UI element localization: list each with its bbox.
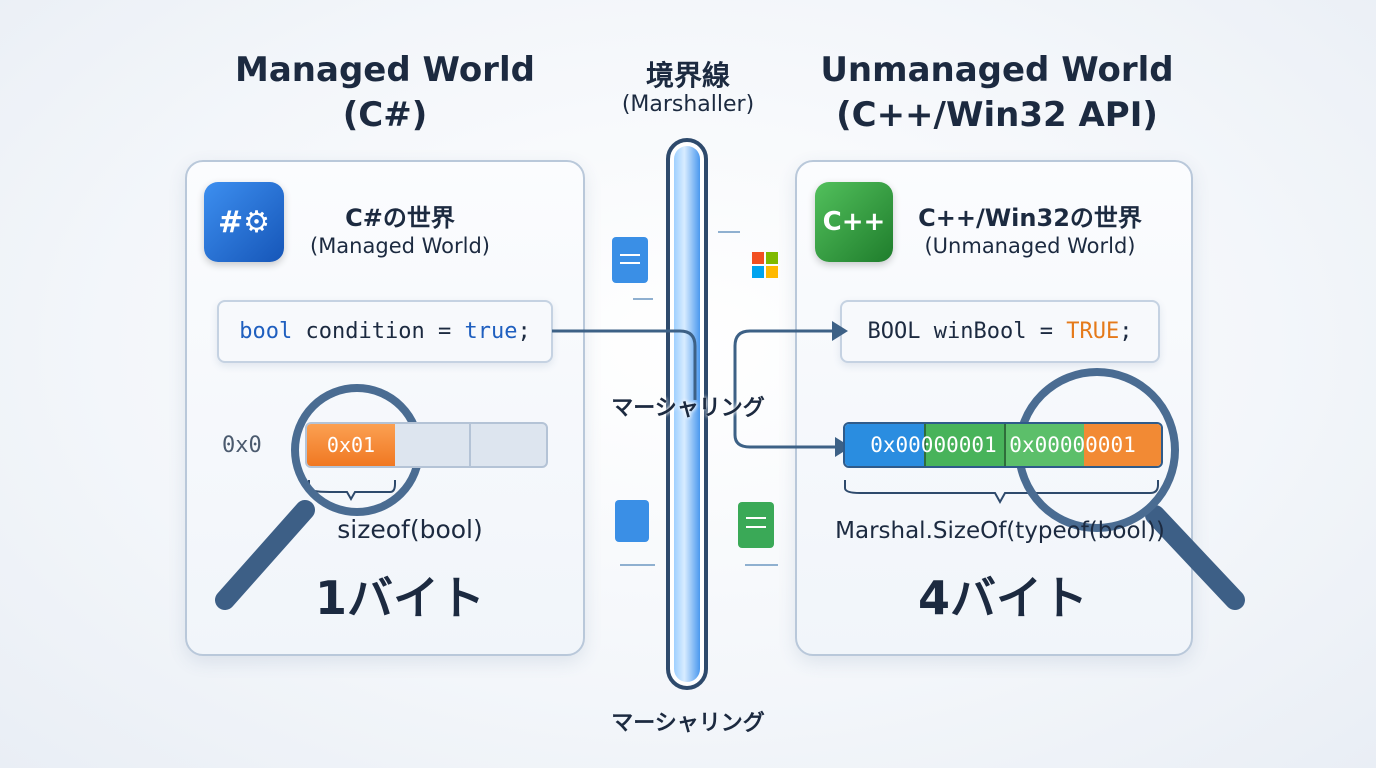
unmanaged-world-subtitle: (C++/Win32 API): [836, 95, 1158, 135]
code-end: ;: [517, 319, 531, 344]
sizeof-label: sizeof(bool): [337, 515, 483, 544]
marshal-sizeof-label: Marshal.SizeOf(typeof(bool)): [835, 518, 1165, 544]
csharp-world-heading: C#の世界: [345, 204, 455, 232]
managed-world-title: Managed World: [235, 50, 535, 90]
code-text: condition =: [292, 319, 465, 344]
green-document-icon: [738, 502, 774, 548]
boundary-subtitle: (Marshaller): [621, 92, 755, 117]
size-result-1-byte: 1バイト: [314, 571, 485, 625]
size-result-4-bytes: 4バイト: [917, 571, 1088, 625]
marshalling-label-bottom: マーシャリング: [611, 711, 765, 736]
right-brace: [844, 480, 1159, 505]
boundary-title: 境界線: [645, 59, 730, 92]
byte-values: 0x00000001 0x00000001: [870, 433, 1136, 457]
code-end: ;: [1119, 319, 1133, 344]
marshaller-pipe: [666, 138, 708, 690]
memory-bar-4-bytes: 0x00000001 0x00000001: [843, 422, 1163, 468]
small-arrows: [620, 231, 778, 566]
cpp-world-heading: C++/Win32の世界: [918, 204, 1142, 232]
csharp-world-subheading: (Managed World): [310, 234, 490, 258]
memory-address: 0x0: [222, 433, 262, 458]
code-value: true: [464, 319, 518, 344]
managed-world-subtitle: (C#): [342, 95, 428, 135]
windows-logo-icon: [752, 252, 778, 278]
byte-cell: 0x01: [307, 424, 395, 466]
unmanaged-world-title: Unmanaged World: [820, 50, 1174, 90]
cpp-world-subheading: (Unmanaged World): [924, 234, 1136, 258]
flow-arrow-top: [733, 329, 832, 400]
flow-arrow-left: [552, 329, 697, 400]
code-keyword: bool: [239, 319, 293, 344]
csharp-gear-icon: #⚙: [204, 182, 284, 262]
left-brace: [308, 480, 396, 502]
code-text: BOOL winBool =: [867, 319, 1067, 344]
cpp-icon: C++: [815, 182, 893, 262]
arrowhead: [832, 321, 848, 341]
document-icon: [612, 237, 648, 283]
flow-arrow-bottom: [733, 400, 835, 449]
memory-bar: 0x01: [305, 422, 548, 468]
marshalling-label-mid: マーシャリング: [611, 396, 765, 421]
code-value: TRUE: [1066, 319, 1120, 344]
document-icon: [615, 500, 649, 542]
